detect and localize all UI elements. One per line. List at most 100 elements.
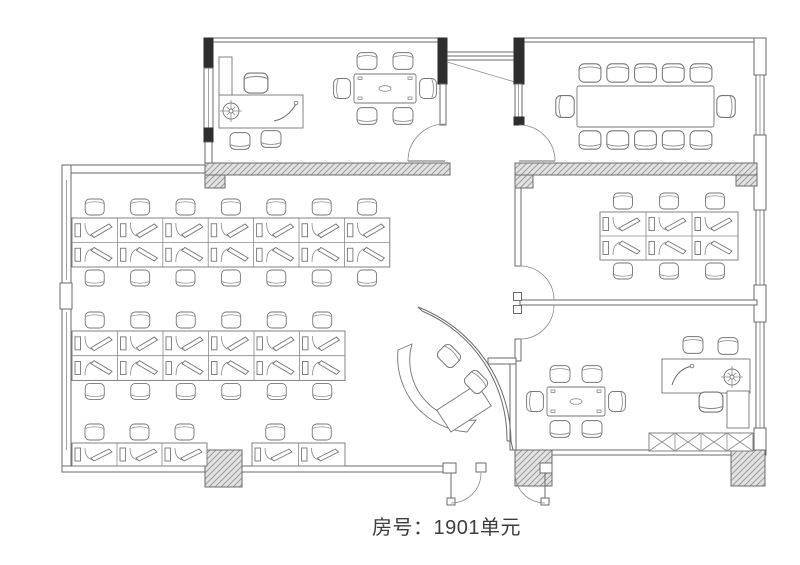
- wall-open-office-top: [61, 164, 206, 174]
- desk-return-office-e-top: [726, 390, 750, 429]
- entrance-post-left: [442, 462, 457, 474]
- guest-chair-a1: [229, 132, 251, 150]
- desk-chair: [266, 311, 287, 329]
- doors: [407, 123, 556, 506]
- desk-chair: [220, 198, 241, 216]
- unit-caption: 房号：1901单元: [372, 517, 521, 539]
- table-chair: [689, 130, 713, 150]
- desk-block: [71, 442, 208, 467]
- desk-chair: [84, 198, 105, 216]
- column-room-b-left-top: [513, 37, 525, 85]
- wall-room-a-right: [439, 83, 447, 126]
- desk-chair: [613, 192, 633, 210]
- table-chair: [661, 63, 685, 83]
- wall-bottom-left: [61, 465, 453, 473]
- exec-chair-office-a: [243, 72, 269, 94]
- cabinet-office-a-top: [218, 56, 233, 96]
- credenza-office-e: [648, 432, 754, 452]
- column-room-a-right: [437, 37, 448, 85]
- exec-chair-office-e: [698, 391, 724, 413]
- desk-chair: [220, 269, 241, 287]
- door-room-d: [513, 265, 555, 301]
- desk-chair: [175, 311, 196, 329]
- wall-room-b-top: [514, 37, 758, 43]
- workstation-cluster-open-b: [71, 311, 346, 400]
- guest-chair-e2: [717, 337, 739, 355]
- desk-chair: [357, 269, 378, 287]
- desk-chair: [130, 382, 151, 400]
- desk-chair: [705, 192, 725, 210]
- workstation-cluster-room-d: [599, 192, 739, 280]
- column-bottom-3: [730, 449, 766, 487]
- window-room-b-left: [514, 83, 523, 118]
- desk-chair: [265, 423, 286, 441]
- table-chair: [549, 420, 571, 438]
- table-chair: [689, 63, 713, 83]
- desk-lamp-office-e: [671, 363, 695, 386]
- desk-chair: [705, 262, 725, 280]
- cabinet-office-a: [218, 56, 233, 96]
- column-room-a-left-top: [203, 37, 214, 69]
- guest-chair-e1: [682, 336, 704, 354]
- desk-chair: [221, 382, 242, 400]
- desk-chair: [659, 262, 679, 280]
- wall-room-a-top: [204, 37, 448, 43]
- table-chair: [419, 78, 437, 99]
- desk-chair: [130, 269, 151, 287]
- guest-chair-e2: [717, 337, 739, 355]
- desk-chair: [129, 423, 150, 441]
- walls: [59, 37, 767, 488]
- table-chair: [581, 420, 603, 438]
- desk-chair: [84, 269, 105, 287]
- table-chair: [661, 130, 685, 150]
- door-room-a: [407, 123, 446, 162]
- entrance-double-door: [442, 462, 553, 506]
- desk-chair: [311, 198, 332, 216]
- reception-chair-1: [434, 341, 464, 371]
- furniture-layer: [71, 52, 754, 467]
- table-chair: [716, 95, 736, 118]
- desk-chair: [130, 311, 151, 329]
- table-chair: [606, 63, 630, 83]
- wall-right-solid-1: [753, 37, 767, 76]
- desk-chair: [84, 311, 105, 329]
- table-chair: [634, 130, 657, 150]
- guest-chair-a2: [260, 130, 282, 148]
- desk-chair: [84, 382, 105, 400]
- wall-divider-hatched-left: [204, 162, 451, 176]
- desk-chair: [266, 198, 287, 216]
- column-divider-1: [204, 174, 226, 189]
- desk-chair: [311, 269, 332, 287]
- desk-chair: [175, 198, 196, 216]
- desk-chair: [266, 269, 287, 287]
- wall-room-a-left-lower: [204, 141, 213, 165]
- wall-corridor-vertical: [514, 338, 522, 362]
- table-chair: [356, 52, 378, 70]
- desk-chair: [174, 423, 195, 441]
- desk-lamp-office-a: [273, 100, 299, 122]
- wall-reception-curved: [417, 306, 514, 451]
- desk-chair: [613, 262, 633, 280]
- fan-symbol-office-e: [721, 366, 743, 388]
- column-divider-2: [514, 174, 534, 189]
- table-chair: [526, 391, 544, 412]
- wall-reception-stub: [487, 357, 517, 365]
- workstation-cluster-open-a: [71, 198, 391, 287]
- desk-chair: [312, 311, 333, 329]
- guest-chair-e1: [682, 336, 704, 354]
- meeting-table-office-a-top: [353, 73, 417, 104]
- entrance-post-right: [539, 462, 553, 474]
- desk-chair: [266, 382, 287, 400]
- lobby-diagonal-line: [446, 61, 516, 83]
- table-chair: [392, 107, 414, 125]
- reception-desk-curved: [397, 343, 477, 433]
- table-chair: [549, 365, 571, 383]
- meeting-table-office-a: [333, 52, 437, 125]
- desk-chair: [175, 382, 196, 400]
- door-room-e: [513, 304, 555, 340]
- workstation-cluster-open-c-right: [251, 423, 346, 467]
- workstation-cluster-open-c-left: [71, 423, 208, 467]
- meeting-table-office-e-top: [546, 386, 606, 417]
